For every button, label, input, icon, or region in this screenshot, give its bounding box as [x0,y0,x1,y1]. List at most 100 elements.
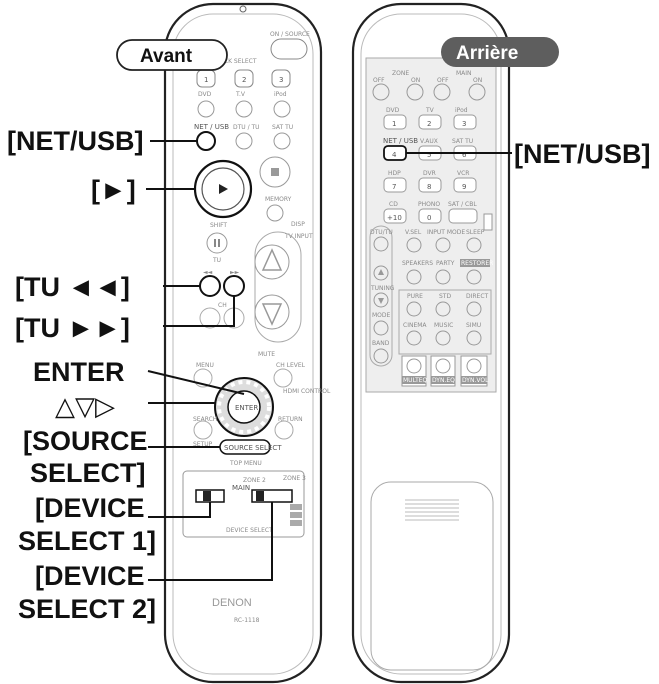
setup-label: SETUP [193,441,213,448]
rear-num-9-label: 9 [462,183,466,191]
source-select-callout-line1: [SOURCE [23,426,148,456]
rear-zone-on-button[interactable] [406,83,424,101]
rear-main-off-label: OFF [437,77,449,84]
rear-num-3[interactable] [453,114,477,130]
net-usb-left-callout: [NET/USB] [7,126,144,156]
rear-num-2[interactable] [418,114,442,130]
device-select-1-leader [148,502,211,518]
rear-num-8[interactable] [418,177,442,193]
rear-dtu-button[interactable] [373,236,389,252]
zone-indicator-1 [290,504,302,510]
rear-badge-label: Arrière [456,43,518,64]
rear-vsel-button[interactable] [406,237,422,253]
front-dvd-button[interactable] [197,100,215,118]
rear-dvd-label: DVD [386,107,400,114]
down-arrow-icon [261,303,283,326]
tv-input-label: TV INPUT [284,233,313,240]
zone-indicator-2 [290,512,302,518]
up-button[interactable] [254,244,290,280]
rear-num-1[interactable] [383,114,407,130]
return-label: RETURN [278,416,303,423]
quick-button-2[interactable] [234,69,254,88]
rear-band-button[interactable] [373,348,389,364]
rear-main-on-button[interactable] [468,83,486,101]
device-select-label: DEVICE SELECT [226,527,273,534]
enter-button[interactable] [227,390,261,424]
source-power-button[interactable] [270,38,308,60]
stop-button[interactable] [259,156,291,188]
tu-label: TU [212,257,221,264]
ch-level-label: CH LEVEL [276,362,306,369]
device-select-1-knob [203,491,211,501]
search-button[interactable] [193,420,213,440]
quick-button-3[interactable] [271,69,291,88]
ch-level-button[interactable] [273,368,293,388]
disp-label: DISP [291,221,305,228]
memory-button[interactable] [266,204,284,222]
rear-badge: Arrière [441,37,559,67]
rear-net-usb-label: NET / USB [383,137,418,145]
rear-restorer-tag [460,259,490,267]
rear-tuning-down[interactable] [373,292,389,308]
rear-cd-label: CD [389,201,398,208]
rear-main-off-button[interactable] [433,83,451,101]
rear-tuning-up[interactable] [373,265,389,281]
rear-sleep-button[interactable] [466,237,482,253]
rear-speakers-button[interactable] [406,269,422,285]
rear-cinema-button[interactable] [406,330,422,346]
rear-band-label: BAND [372,340,390,347]
rear-num-3-label: 3 [462,120,466,128]
rear-pure-button[interactable] [406,301,422,317]
ir-window [239,5,247,13]
rear-tuning-label: TUNING [370,285,395,292]
rear-vsel-label: V.SEL [405,229,422,236]
rear-num-10[interactable] [383,208,407,224]
rear-side-switch[interactable] [483,213,493,231]
return-button[interactable] [274,420,294,440]
rear-std-button[interactable] [435,301,451,317]
rear-mode-button[interactable] [373,320,389,336]
rear-ipod-label: iPod [455,107,468,114]
rear-num-9[interactable] [453,177,477,193]
front-badge: Avant [116,39,228,71]
tu-forward-callout: [TU ►►] [15,313,130,343]
rear-restorer-button[interactable] [466,269,482,285]
tu-ff-leader [163,296,235,327]
rear-multeq-tag [402,376,426,384]
rear-direct-button[interactable] [466,301,482,317]
rear-simu-button[interactable] [466,330,482,346]
battery-cover [370,481,494,671]
source-power-label: ON / SOURCE [270,31,310,38]
rear-party-button[interactable] [435,269,451,285]
enter-button-label: ENTER [235,404,258,412]
rear-surround-panel [398,289,492,355]
rear-music-button[interactable] [435,330,451,346]
rear-remote-inner [360,13,502,675]
menu-button[interactable] [193,368,213,388]
rear-direct-label: DIRECT [466,293,489,300]
source-select-label: SOURCE SELECT [224,444,282,452]
rear-num-0[interactable] [418,208,442,224]
front-ipod-label: iPod [274,91,287,98]
front-tv-button[interactable] [235,100,253,118]
rear-satcbl-button[interactable] [448,208,478,224]
rear-vaux-label: V.AUX [420,138,438,145]
front-sat-tu-button[interactable] [273,132,291,150]
rear-num-7[interactable] [383,177,407,193]
rear-inputmode-button[interactable] [435,237,451,253]
pause-icon-left [214,239,216,247]
down-button[interactable] [254,294,290,330]
rear-dvr-label: DVR [423,170,436,177]
play-button[interactable] [201,167,245,211]
skip-back-button[interactable] [199,307,221,329]
front-dtu-tu-button[interactable] [235,132,253,150]
enter-leader [147,370,245,395]
rear-zone-off-button[interactable] [372,83,390,101]
shift-button[interactable] [206,232,228,254]
rear-dynvol-dot [466,358,482,374]
rear-dtu-column [369,225,393,367]
source-select-callout-line2: SELECT] [30,458,146,488]
front-ipod-button[interactable] [273,100,291,118]
quick-button-1-label: 1 [204,76,208,84]
